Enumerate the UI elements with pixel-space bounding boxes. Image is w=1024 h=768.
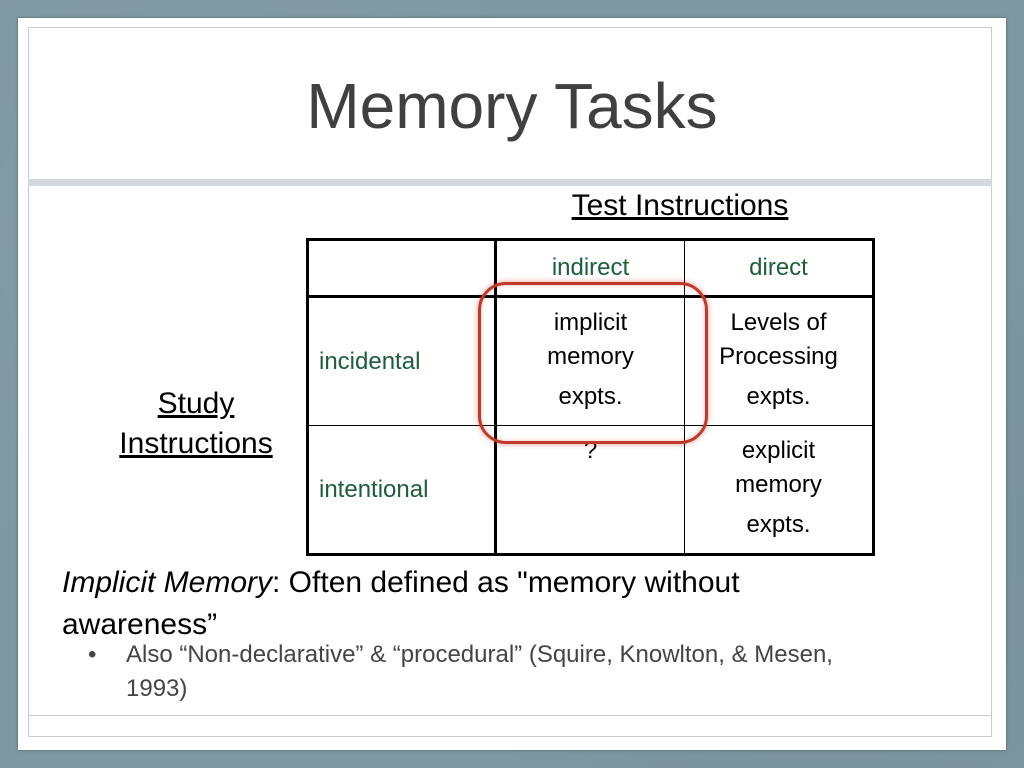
definition-text: : Often defined as "memory without aware…	[62, 566, 740, 641]
cell-text: Processing	[719, 343, 838, 370]
cell-text: memory	[735, 471, 822, 498]
cell-text: expts.	[746, 511, 811, 538]
footer-divider	[28, 715, 992, 716]
slide-title: Memory Tasks	[306, 70, 718, 142]
table-row: intentional ? explicit memory expts.	[306, 425, 875, 556]
implicit-memory-definition: Implicit Memory: Often defined as "memor…	[62, 562, 882, 646]
title-divider	[28, 179, 992, 186]
cell-text: Levels of	[730, 309, 827, 336]
study-instructions-line-1: Study	[157, 387, 235, 420]
cell-intentional-direct: explicit memory expts.	[684, 425, 875, 556]
cell-text: memory	[547, 343, 634, 370]
cell-incidental-indirect: implicit memory expts.	[495, 296, 685, 426]
slide-frame	[28, 27, 992, 737]
cell-text: implicit	[553, 309, 628, 336]
definition-term: Implicit Memory	[62, 566, 273, 599]
memory-task-table: indirect direct incidental implicit memo…	[306, 238, 875, 556]
cell-intentional-indirect: ?	[495, 425, 685, 556]
table-corner-cell	[306, 238, 497, 298]
cell-text: explicit	[741, 437, 816, 464]
highlight-outline	[478, 282, 708, 444]
bullet-item: • Also “Non-declarative” & “procedural” …	[88, 638, 878, 706]
cell-incidental-direct: Levels of Processing expts.	[684, 296, 875, 426]
test-instructions-heading: Test Instructions	[571, 189, 789, 222]
bullet-text: Also “Non-declarative” & “procedural” (S…	[126, 641, 833, 702]
row-label-intentional: intentional	[306, 425, 497, 556]
cell-text: expts.	[558, 383, 623, 410]
table-row: incidental implicit memory expts. Levels…	[306, 296, 875, 426]
column-header-indirect: indirect	[495, 238, 685, 298]
cell-text: expts.	[746, 383, 811, 410]
slide: Memory Tasks Test Instructions Study Ins…	[18, 18, 1006, 750]
table-header-row: indirect direct	[306, 238, 875, 298]
study-instructions-line-2: Instructions	[119, 427, 273, 460]
bullet-marker: •	[88, 641, 97, 668]
row-label-incidental: incidental	[306, 296, 497, 426]
study-instructions-heading: Study Instructions	[102, 384, 290, 464]
column-header-direct: direct	[684, 238, 875, 298]
